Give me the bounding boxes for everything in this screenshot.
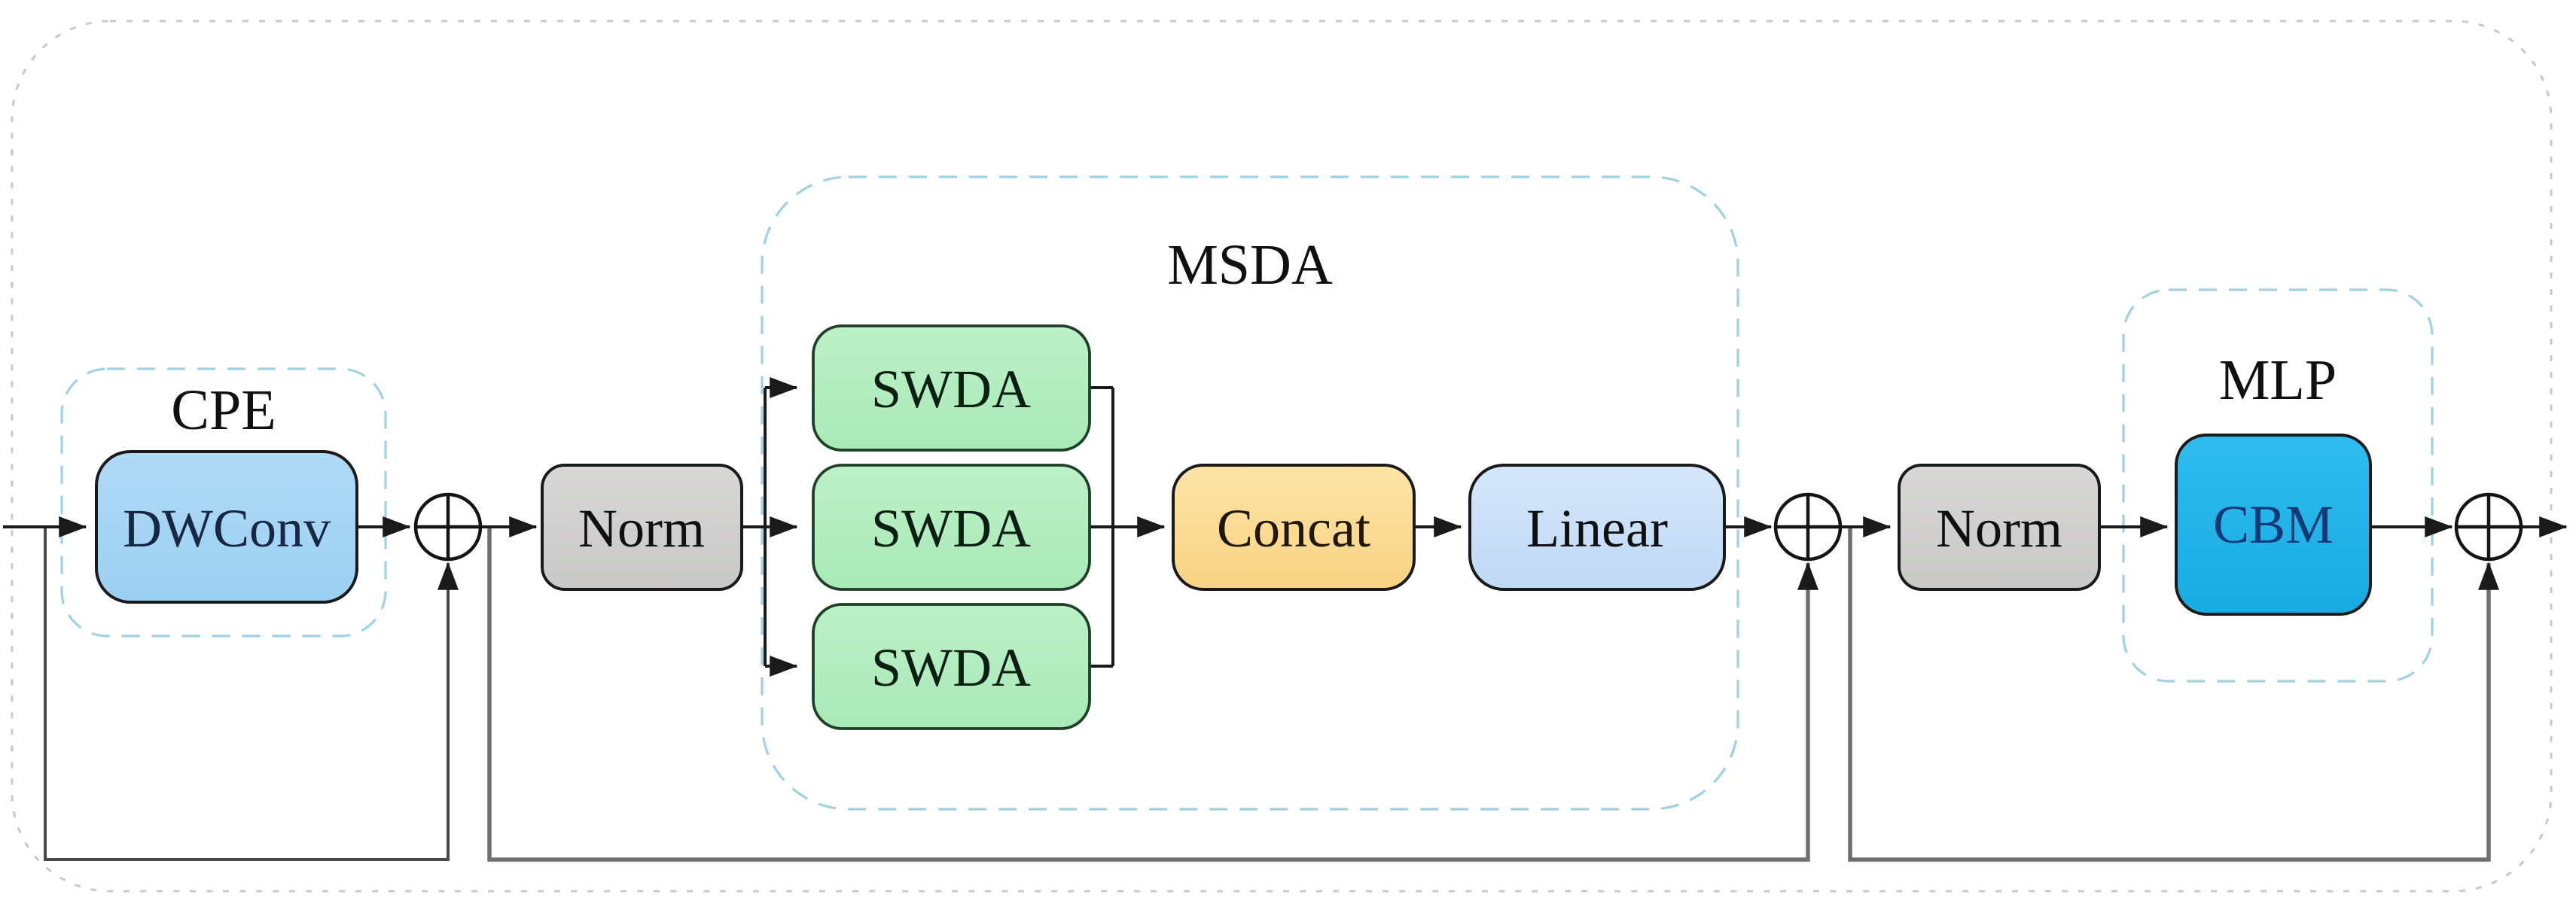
norm2-block-shape bbox=[1898, 464, 2101, 591]
mlp-group: MLP bbox=[2122, 288, 2434, 683]
msda-group-boundary bbox=[761, 175, 1739, 811]
skip-connection-1 bbox=[44, 527, 459, 861]
cbm-block-shape bbox=[2175, 434, 2372, 616]
skip-connection-2 bbox=[487, 527, 1818, 862]
dwconv-block-label: DWConv bbox=[123, 498, 331, 559]
add-operator-1 bbox=[413, 492, 483, 562]
concat-block: Concat bbox=[1172, 464, 1416, 591]
swda1-block: SWDA bbox=[812, 324, 1091, 452]
cpe-group-boundary bbox=[60, 367, 387, 638]
mlp-group-label: MLP bbox=[2219, 348, 2337, 412]
cpe-group-label: CPE bbox=[171, 379, 276, 442]
norm2-block: Norm bbox=[1898, 464, 2101, 591]
add-operator-3 bbox=[2454, 492, 2523, 562]
linear-block: Linear bbox=[1468, 464, 1726, 591]
skip-connections bbox=[44, 527, 2499, 862]
skip-connection-3 bbox=[1848, 527, 2499, 862]
norm1-block-shape bbox=[541, 464, 743, 591]
norm2-block-label: Norm bbox=[1936, 498, 2062, 559]
norm1-block: Norm bbox=[541, 464, 743, 591]
cpe-group: CPE bbox=[60, 367, 387, 638]
dwconv-block-shape bbox=[95, 450, 358, 604]
swda2-block: SWDA bbox=[812, 464, 1091, 591]
mlp-group-boundary bbox=[2122, 288, 2434, 683]
linear-block-shape bbox=[1468, 464, 1726, 591]
linear-block-label: Linear bbox=[1526, 498, 1668, 559]
swda2-block-shape bbox=[812, 464, 1091, 591]
msda-group-label: MSDA bbox=[1167, 233, 1333, 297]
concat-block-label: Concat bbox=[1217, 498, 1370, 559]
swda3-block: SWDA bbox=[812, 603, 1091, 730]
dwconv-block: DWConv bbox=[95, 450, 358, 604]
add-operator-2 bbox=[1773, 492, 1843, 562]
residual-adders bbox=[413, 492, 2523, 562]
swda3-block-shape bbox=[812, 603, 1091, 730]
swda2-block-label: SWDA bbox=[871, 498, 1031, 559]
outer-block-boundary bbox=[11, 20, 2553, 893]
norm1-block-label: Norm bbox=[578, 498, 705, 559]
cbm-block-label: CBM bbox=[2213, 495, 2334, 555]
concat-block-shape bbox=[1172, 464, 1416, 591]
flow-connectors bbox=[3, 377, 2568, 677]
msda-group: MSDA bbox=[761, 175, 1739, 811]
swda3-block-label: SWDA bbox=[871, 638, 1031, 698]
cbm-block: CBM bbox=[2175, 434, 2372, 616]
swda1-block-label: SWDA bbox=[871, 359, 1031, 419]
swda1-block-shape bbox=[812, 324, 1091, 452]
